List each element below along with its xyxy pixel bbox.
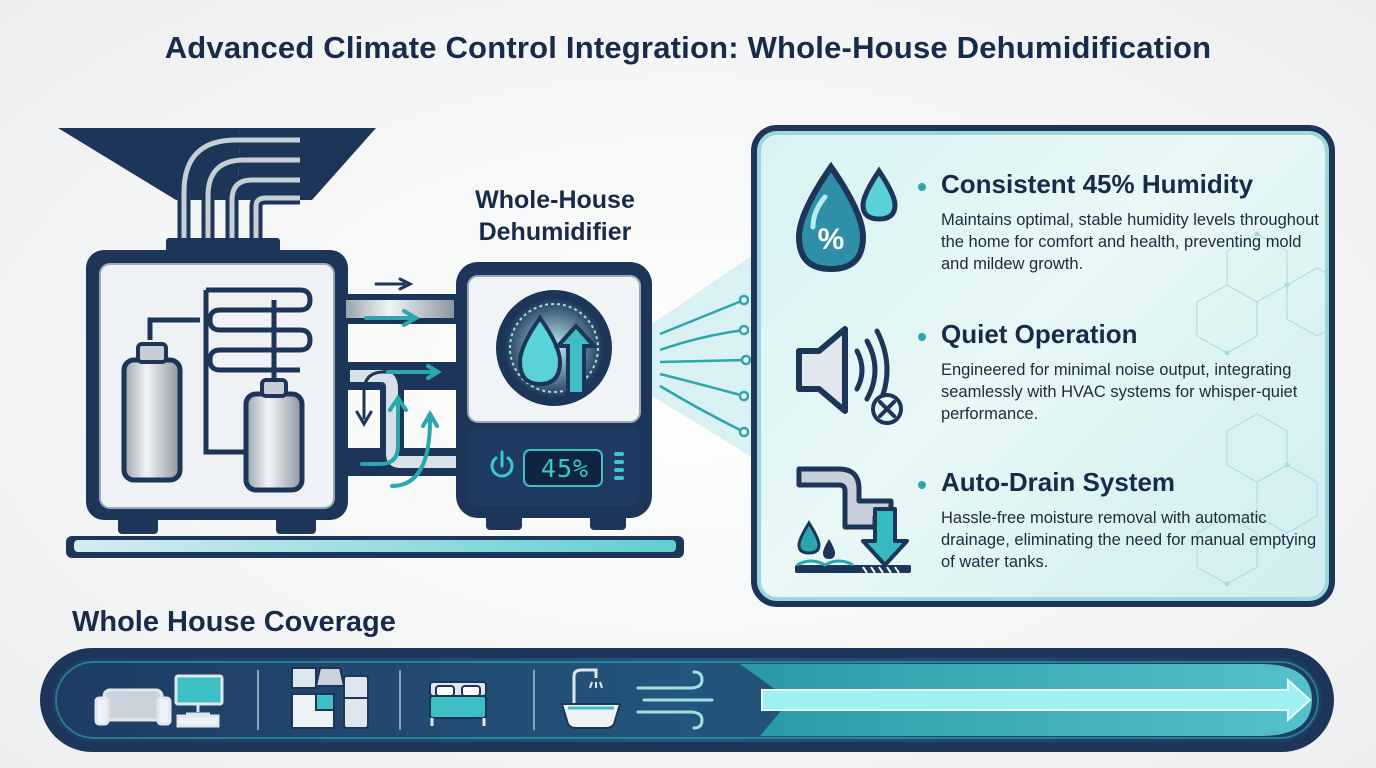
feature-description: Engineered for minimal noise output, int… [941, 361, 1298, 423]
drain-pipe-icon [795, 466, 911, 574]
features-panel: % Consistent 45% Humidity Maintains opti… [751, 125, 1335, 607]
feature-title: Auto-Drain System [941, 467, 1176, 497]
living-room-icon [94, 674, 224, 728]
bullet-icon [918, 183, 926, 191]
bullet-icon [918, 333, 926, 341]
dehumidifier-label: Whole-House Dehumidifier [430, 184, 680, 248]
hvac-unit-icon [86, 250, 348, 534]
feature-title: Consistent 45% Humidity [941, 169, 1254, 199]
base-platform-icon [66, 536, 684, 558]
hexagon-pattern-icon [1196, 231, 1329, 587]
muted-speaker-icon [796, 326, 903, 425]
power-icon [490, 450, 514, 478]
bedroom-icon [429, 681, 487, 726]
connector-funnel-icon [652, 250, 760, 462]
humidity-drop-icon: % [795, 161, 898, 273]
coverage-title: Whole House Coverage [72, 606, 396, 638]
coverage-bar [40, 648, 1334, 752]
kitchen-icon [291, 667, 369, 729]
dehumidifier-label-line1: Whole-House [475, 186, 635, 214]
bathroom-icon [560, 668, 622, 729]
connection-pipes-icon [340, 294, 460, 476]
dehumidifier-unit-icon [456, 262, 652, 530]
svg-text:%: % [818, 223, 845, 256]
airflow-icon [636, 670, 714, 730]
dehumidifier-label-line2: Dehumidifier [478, 218, 632, 246]
feature-description: Maintains optimal, stable humidity level… [941, 211, 1319, 273]
feature-description: Hassle-free moisture removal with automa… [941, 509, 1317, 571]
page-title: Advanced Climate Control Integration: Wh… [164, 30, 1212, 65]
bullet-icon [918, 481, 926, 489]
humidity-display: 45% [540, 454, 590, 483]
hvac-diagram [58, 128, 760, 558]
feature-title: Quiet Operation [941, 319, 1138, 349]
air-duct-icon [58, 128, 376, 254]
airflow-arrows-icon [355, 277, 442, 488]
